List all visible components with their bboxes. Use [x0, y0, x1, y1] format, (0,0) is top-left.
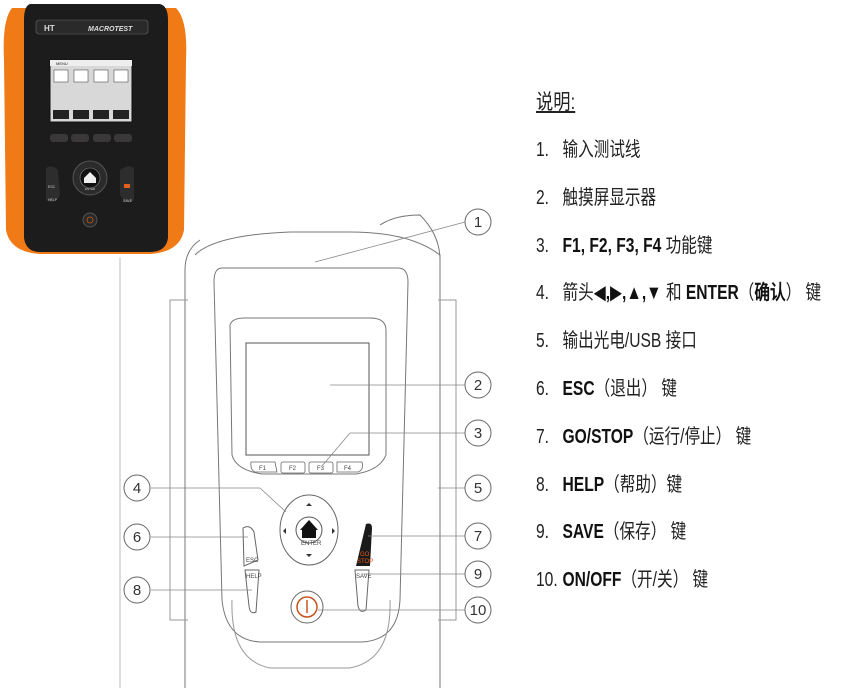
- callout-9: 9: [464, 560, 492, 588]
- legend-item: 9. SAVE（保存） 键: [536, 515, 775, 563]
- screen-title: MENU: [56, 61, 68, 66]
- legend-number: 10.: [536, 569, 558, 592]
- callout-2: 2: [464, 371, 492, 399]
- arrow-left-icon[interactable]: [283, 528, 286, 534]
- legend-item: 5. 输出光电/USB 接口: [536, 324, 775, 372]
- legend-text: ESC: [562, 377, 595, 400]
- callout-10: 10: [464, 596, 492, 624]
- home-icon: [300, 520, 318, 538]
- legend-text: 和: [661, 282, 686, 305]
- legend-item: 2. 触摸屏显示器: [536, 181, 775, 229]
- callout-7: 7: [464, 522, 492, 550]
- svg-text:F1: F1: [259, 466, 267, 472]
- svg-text:3: 3: [474, 425, 482, 442]
- legend-item: 7. GO/STOP（运行/停止） 键: [536, 420, 775, 468]
- legend-text: （开/关） 键: [621, 569, 709, 592]
- legend-number: 5.: [536, 330, 550, 353]
- legend-text: F1, F2, F3, F4: [562, 234, 662, 257]
- svg-text:SAVE: SAVE: [123, 199, 133, 203]
- f4-key[interactable]: [336, 461, 363, 473]
- arrow-right-icon[interactable]: [332, 528, 335, 534]
- legend-item: 10.ON/OFF（开/关） 键: [536, 563, 775, 611]
- legend-title: 说明:: [536, 91, 576, 114]
- instrument-photo: HT MACROTEST MENU ENTER ESC HELP SAVE: [0, 0, 190, 260]
- callout-4: 4: [123, 474, 151, 502]
- legend-item: 6. ESC（退出） 键: [536, 372, 775, 420]
- callout-5: 5: [464, 474, 492, 502]
- legend-text: GO/STOP: [562, 425, 634, 448]
- legend-text: （运行/停止） 键: [633, 425, 752, 448]
- legend-text: 触摸屏显示器: [562, 186, 657, 209]
- legend-item: 8. HELP（帮助）键: [536, 468, 775, 516]
- svg-text:1: 1: [474, 214, 482, 231]
- model-logo: MACROTEST: [88, 26, 133, 33]
- legend-text: 输出光电/USB 接口: [562, 330, 697, 353]
- legend-number: 3.: [536, 234, 550, 257]
- svg-text:ENTER: ENTER: [301, 541, 322, 547]
- arrow-down-icon[interactable]: [306, 554, 312, 557]
- legend-number: 9.: [536, 521, 550, 544]
- callout-1: 1: [464, 208, 492, 236]
- svg-text:10: 10: [470, 602, 487, 619]
- legend-text: ON/OFF: [562, 569, 622, 592]
- legend-text: ◀,▶,▲,▼: [593, 282, 662, 305]
- legend-text: （帮助）键: [604, 473, 683, 496]
- help-button[interactable]: [244, 569, 260, 614]
- legend-number: 7.: [536, 425, 550, 448]
- svg-text:HELP: HELP: [246, 574, 262, 580]
- svg-text:F4: F4: [344, 466, 352, 472]
- legend-number: 2.: [536, 186, 550, 209]
- svg-text:9: 9: [474, 566, 482, 583]
- legend-number: 1.: [536, 139, 550, 161]
- f2-key[interactable]: [280, 461, 306, 474]
- arrow-up-icon[interactable]: [306, 503, 312, 506]
- svg-text:ENTER: ENTER: [85, 187, 96, 191]
- go-stop-button[interactable]: [356, 523, 372, 567]
- legend-item: 4. 箭头◀,▶,▲,▼ 和 ENTER（确认） 键: [536, 276, 821, 324]
- svg-text:STOP: STOP: [357, 559, 373, 565]
- legend-text: （保存） 键: [603, 521, 687, 544]
- legend-text: ENTER: [685, 282, 739, 305]
- f1-key[interactable]: [250, 461, 278, 473]
- legend-text: 确认: [754, 282, 786, 305]
- svg-text:7: 7: [474, 528, 482, 545]
- f3-key[interactable]: [308, 461, 334, 474]
- legend-text: 箭头: [562, 282, 594, 305]
- callout-6: 6: [123, 523, 151, 551]
- callout-8: 8: [123, 576, 151, 604]
- legend-item: 3. F1, F2, F3, F4 功能键: [536, 229, 775, 277]
- legend-text: ） 键: [785, 282, 822, 305]
- legend-item: 1. 输入测试线: [536, 133, 775, 181]
- esc-button[interactable]: [242, 526, 259, 567]
- svg-text:2: 2: [474, 377, 482, 394]
- svg-text:ESC: ESC: [246, 558, 259, 564]
- svg-text:HELP: HELP: [48, 198, 58, 202]
- legend-text: SAVE: [562, 521, 604, 544]
- svg-text:5: 5: [474, 480, 482, 497]
- svg-text:ESC: ESC: [48, 185, 56, 189]
- svg-text:6: 6: [133, 529, 141, 546]
- svg-text:F3: F3: [317, 466, 325, 472]
- legend-text: 输入测试线: [562, 139, 641, 161]
- legend-text: HELP: [562, 473, 605, 496]
- svg-text:SAVE: SAVE: [356, 574, 372, 580]
- legend-text: 功能键: [661, 234, 713, 257]
- legend-number: 8.: [536, 473, 550, 496]
- legend-number: 6.: [536, 377, 550, 400]
- callout-3: 3: [464, 419, 492, 447]
- brand-logo: HT: [44, 24, 55, 33]
- legend-text: （: [738, 282, 755, 305]
- legend-number: 4.: [536, 282, 550, 305]
- power-icon: [296, 596, 318, 618]
- legend-text: （退出） 键: [594, 377, 677, 400]
- svg-text:8: 8: [133, 582, 141, 599]
- svg-text:4: 4: [133, 480, 141, 497]
- svg-text:F2: F2: [289, 466, 297, 472]
- svg-text:GO: GO: [360, 552, 370, 558]
- legend: 说明: 1. 输入测试线 2. 触摸屏显示器 3. F1, F2, F3, F4 功能键 4…: [536, 86, 842, 611]
